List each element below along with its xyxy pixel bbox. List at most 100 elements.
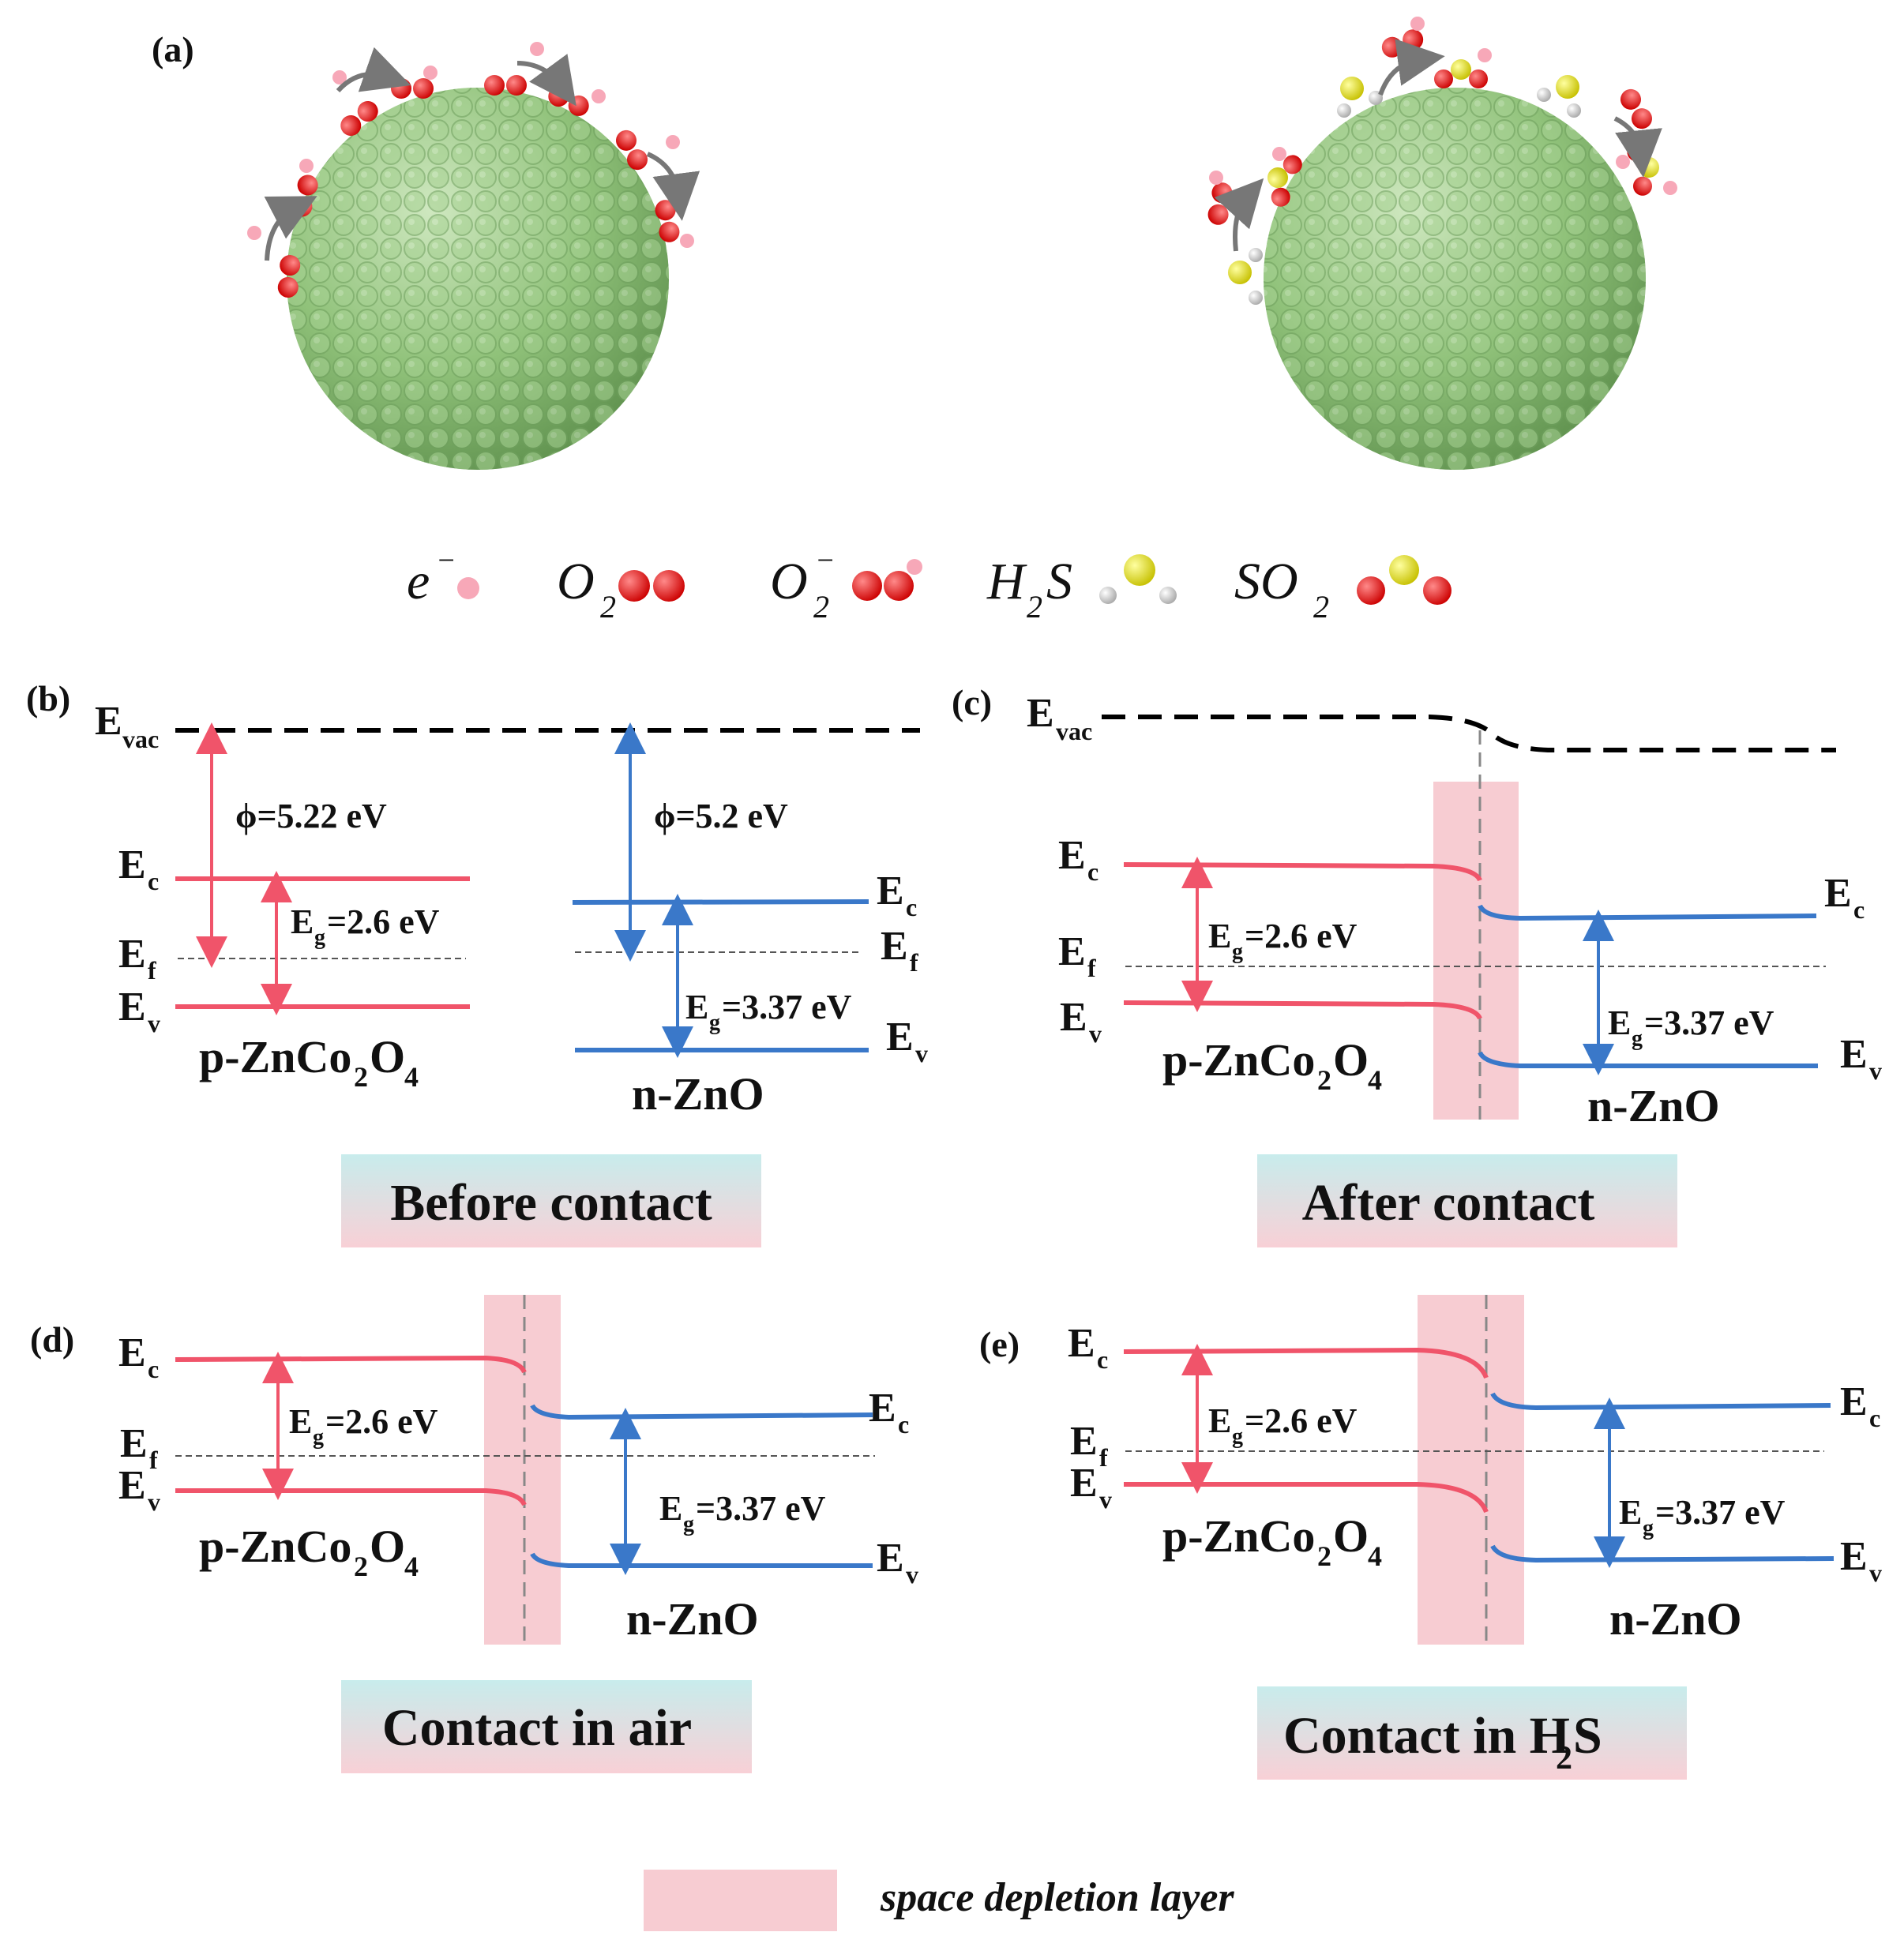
svg-text:c: c <box>1087 857 1098 886</box>
svg-text:g: g <box>313 1425 324 1450</box>
svg-text:E: E <box>118 842 146 887</box>
svg-text:2: 2 <box>354 1551 368 1582</box>
svg-text:2: 2 <box>1317 1064 1331 1096</box>
svg-text:2: 2 <box>1027 589 1042 625</box>
svg-text:E: E <box>881 924 908 969</box>
so2-icon <box>1357 555 1451 605</box>
svg-text:g: g <box>1643 1516 1654 1540</box>
svg-text:2: 2 <box>1556 1740 1572 1776</box>
svg-text:E: E <box>886 1015 914 1060</box>
svg-text:v: v <box>148 1009 160 1037</box>
svg-text:4: 4 <box>1368 1540 1382 1572</box>
svg-text:2: 2 <box>1317 1540 1331 1572</box>
svg-text:E: E <box>1608 1004 1631 1042</box>
p-conduction-band <box>1123 862 1482 882</box>
svg-text:=3.37 eV: =3.37 eV <box>696 1489 826 1528</box>
svg-text:v: v <box>1869 1559 1882 1587</box>
legend-o2: O 2 <box>557 553 685 625</box>
svg-text:4: 4 <box>404 1551 419 1582</box>
svg-text:O: O <box>770 553 808 610</box>
p-bandgap-value: E g =2.6 eV <box>289 1402 438 1450</box>
svg-text:p-ZnCo: p-ZnCo <box>1162 1034 1315 1086</box>
svg-text:v: v <box>915 1039 928 1067</box>
svg-text:=3.37 eV: =3.37 eV <box>1655 1493 1786 1532</box>
svg-text:g: g <box>314 925 325 950</box>
panel-label-e: (e) <box>979 1324 1020 1364</box>
n-conduction-band <box>1478 904 1817 921</box>
depletion-legend-label: space depletion layer <box>880 1875 1234 1920</box>
depletion-swatch <box>644 1870 837 1931</box>
p-material-label: p-ZnCo 2 O 4 <box>199 1521 419 1582</box>
svg-text:p-ZnCo: p-ZnCo <box>199 1031 351 1082</box>
svg-text:H: H <box>986 553 1027 610</box>
svg-text:E: E <box>1060 995 1087 1040</box>
svg-text:f: f <box>910 948 918 977</box>
svg-text:v: v <box>1089 1019 1102 1048</box>
panel-label-c: (c) <box>952 682 992 722</box>
p-valence-band <box>1124 1482 1489 1514</box>
svg-text:f: f <box>1087 954 1096 982</box>
svg-text:E: E <box>289 1402 312 1441</box>
svg-text:O: O <box>1333 1034 1369 1086</box>
panel-a: (a) <box>152 17 1677 470</box>
svg-text:E: E <box>1068 1321 1095 1366</box>
h2s-icon <box>1099 554 1177 604</box>
svg-text:g: g <box>709 1011 720 1035</box>
o2-icon <box>618 570 685 602</box>
svg-text:E: E <box>1070 1419 1098 1464</box>
p-bandgap-value: E g =2.6 eV <box>291 902 440 950</box>
svg-text:E: E <box>118 985 146 1030</box>
svg-text:E: E <box>877 868 904 913</box>
svg-text:=2.6 eV: =2.6 eV <box>1245 917 1358 955</box>
svg-text:SO: SO <box>1234 553 1298 610</box>
svg-text:vac: vac <box>122 725 159 753</box>
p-material-label: p-ZnCo 2 O 4 <box>1162 1510 1382 1572</box>
svg-text:2: 2 <box>1313 589 1329 625</box>
svg-text:S: S <box>1046 553 1072 610</box>
svg-text:E: E <box>291 902 314 941</box>
svg-text:2: 2 <box>813 589 829 625</box>
depletion-legend: space depletion layer <box>644 1870 1234 1931</box>
caption-contact-in-h2s: Contact in H 2 S <box>1257 1686 1687 1780</box>
legend-o2-minus: O 2 − <box>770 544 922 625</box>
svg-text:f: f <box>149 1446 158 1474</box>
svg-text:=2.6 eV: =2.6 eV <box>325 1402 438 1441</box>
panel-label-a: (a) <box>152 29 194 69</box>
svg-text:c: c <box>1853 895 1865 924</box>
svg-text:E: E <box>1058 929 1086 974</box>
svg-text:2: 2 <box>354 1061 368 1093</box>
svg-text:p-ZnCo: p-ZnCo <box>1162 1510 1315 1562</box>
electron-icon <box>907 559 922 575</box>
svg-text:v: v <box>906 1560 918 1589</box>
electron-icon <box>457 577 479 599</box>
svg-text:E: E <box>118 1463 146 1508</box>
n-workfunction-value: ϕ=5.2 eV <box>654 797 788 835</box>
n-valence-band <box>1478 1051 1818 1068</box>
n-bandgap-value: E g =3.37 eV <box>685 988 852 1035</box>
svg-text:c: c <box>1869 1404 1880 1432</box>
svg-text:c: c <box>1097 1345 1108 1374</box>
svg-text:E: E <box>1840 1032 1868 1077</box>
p-workfunction-value: ϕ=5.22 eV <box>235 797 387 835</box>
p-conduction-band <box>1123 1347 1489 1379</box>
n-conduction-band <box>530 1404 873 1420</box>
n-material-label: n-ZnO <box>1587 1080 1720 1131</box>
svg-text:Before contact: Before contact <box>390 1174 712 1232</box>
level-label-evac: E vac <box>95 699 159 753</box>
caption-contact-in-air: Contact in air <box>341 1680 752 1773</box>
p-bandgap-value: E g =2.6 eV <box>1208 917 1358 964</box>
svg-text:E: E <box>1208 917 1231 955</box>
depletion-layer <box>1433 782 1519 1120</box>
svg-text:g: g <box>683 1512 694 1536</box>
p-valence-band <box>1123 1000 1482 1020</box>
nanosphere-right <box>1264 88 1646 470</box>
svg-text:=3.37 eV: =3.37 eV <box>722 988 852 1026</box>
o2-minus-icon <box>852 571 914 601</box>
vacuum-level-line <box>1102 715 1836 752</box>
